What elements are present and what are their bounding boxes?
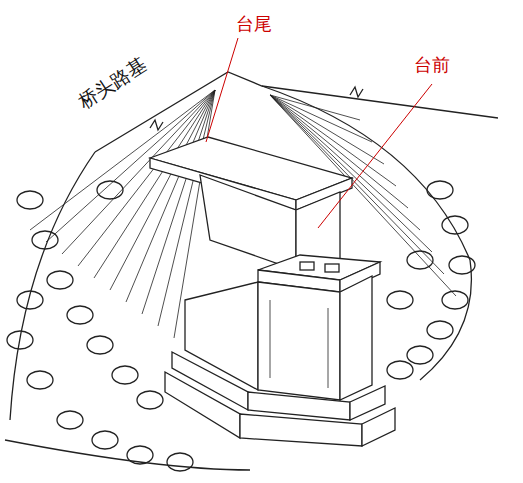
body-detail [270, 300, 328, 388]
stone [427, 181, 453, 199]
abutment-body [150, 137, 395, 446]
part-label: 台尾 [236, 14, 272, 34]
stone [167, 453, 193, 471]
stone [67, 306, 93, 324]
slope-line [110, 90, 215, 290]
stone [442, 216, 468, 234]
stone [112, 366, 138, 384]
bearing [325, 264, 339, 272]
part-label: 台前 [414, 55, 450, 75]
embankment-label: 桥头路基 [75, 54, 150, 113]
break-mark [150, 120, 163, 130]
slope-line [94, 90, 215, 278]
stone [27, 371, 53, 389]
stone [57, 411, 83, 429]
ground-edge [5, 440, 250, 470]
stone [442, 291, 468, 309]
footing [165, 372, 240, 438]
footing [240, 414, 362, 446]
stone [427, 321, 453, 339]
body-right [340, 276, 372, 400]
stone [387, 361, 413, 379]
stone [137, 391, 163, 409]
slope-line [270, 95, 372, 142]
stone [387, 291, 413, 309]
roadbed-edge [95, 72, 498, 152]
body-front [258, 282, 340, 400]
footing [362, 408, 395, 446]
stone [97, 181, 123, 199]
leader-line [206, 38, 238, 142]
bearing [300, 262, 314, 270]
stone [407, 346, 433, 364]
back-wall [200, 175, 296, 270]
stone [17, 191, 43, 209]
slope-edge [10, 152, 95, 420]
stone [407, 251, 433, 269]
stone [47, 271, 73, 289]
stone [87, 336, 113, 354]
break-mark [350, 87, 363, 97]
slope-line [126, 90, 215, 302]
stone [92, 431, 118, 449]
leader-line [318, 84, 432, 228]
